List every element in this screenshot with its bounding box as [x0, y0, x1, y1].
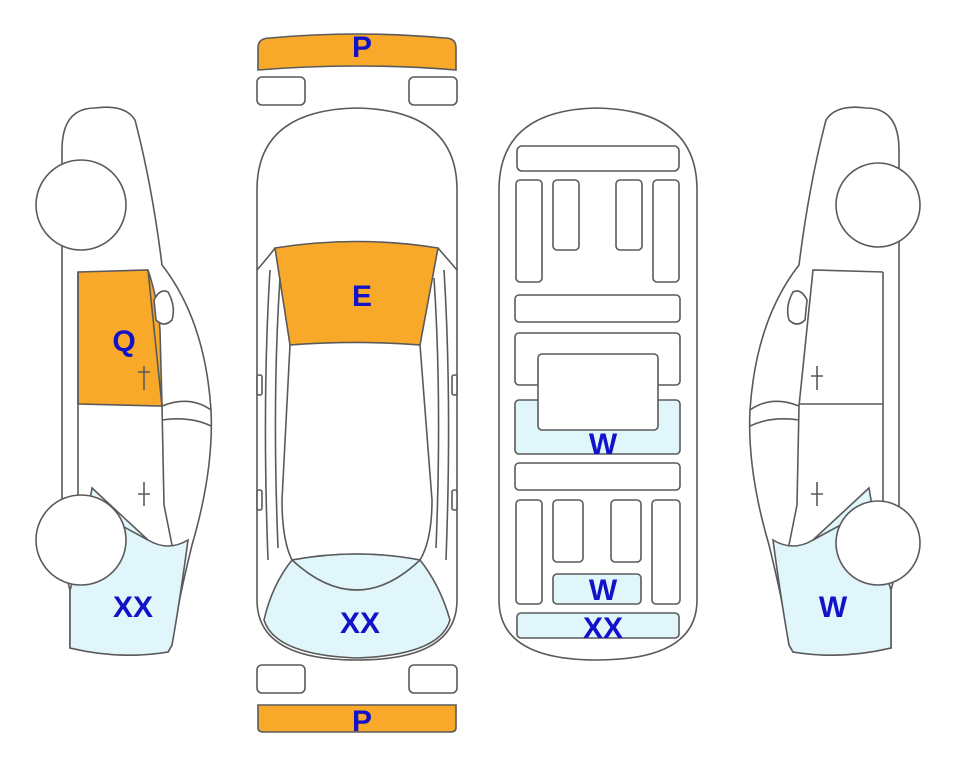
left-side-trim: [264, 269, 281, 561]
rear-left-light: [256, 664, 306, 694]
damage-labels: P E XX P Q XX W W XX W: [112, 31, 848, 738]
front-right-light: [408, 76, 458, 106]
left-mirror-2: [256, 489, 263, 511]
underbody-front-bar: [516, 145, 680, 172]
left-front-wheel: [35, 159, 127, 251]
left-mirror-1: [256, 374, 263, 396]
right-side-trim: [433, 269, 450, 561]
left-mirror: [153, 290, 175, 325]
right-door-handle-2: [811, 482, 823, 506]
underbody-rear-edge-panel[interactable]: [516, 612, 680, 639]
label-left-front-door: Q: [112, 325, 135, 358]
right-side-view: [748, 106, 921, 656]
label-underbody-rear-edge: XX: [583, 612, 623, 645]
right-mirror-1: [451, 374, 458, 396]
rear-bumper[interactable]: [257, 704, 457, 733]
underbody-front-left-rail: [515, 179, 543, 283]
left-door-handle-2: [138, 482, 150, 506]
right-front-wheel: [835, 162, 921, 248]
cabin-roof: [281, 341, 433, 561]
label-rear-bumper: P: [352, 705, 372, 738]
top-trunk-panel[interactable]: [263, 553, 451, 659]
label-front-bumper: P: [352, 31, 372, 64]
left-side-pillars: [77, 269, 212, 546]
right-side-pillars: [749, 269, 884, 546]
label-underbody-rear-inner: W: [589, 574, 618, 607]
label-top-trunk: XX: [340, 607, 380, 640]
front-bumper[interactable]: [257, 33, 457, 71]
underbody-rear-right-rail: [651, 499, 681, 605]
label-left-rear-quarter: XX: [113, 591, 153, 624]
underbody-fuel-tank: [537, 353, 659, 431]
front-left-light: [256, 76, 306, 106]
underbody-rear-right-inner: [610, 499, 642, 563]
underbody-rear-left-rail: [515, 499, 543, 605]
label-hood: E: [352, 280, 372, 313]
left-door-handle-1: [138, 366, 150, 390]
underbody-front-right-inner: [615, 179, 643, 251]
left-rear-wheel: [35, 494, 127, 586]
underbody-crossmember-2: [514, 462, 681, 491]
top-view: [256, 33, 458, 733]
underbody-front-right-rail: [652, 179, 680, 283]
underbody-crossmember-1: [514, 294, 681, 323]
right-rear-wheel: [835, 500, 921, 586]
underbody-view: [498, 107, 698, 661]
rear-right-light: [408, 664, 458, 694]
left-side-view: [35, 106, 213, 656]
right-door-handle-1: [811, 366, 823, 390]
underbody-front-left-inner: [552, 179, 580, 251]
right-mirror-2: [451, 489, 458, 511]
underbody-rear-inner-panel[interactable]: [552, 573, 642, 605]
label-underbody-center: W: [589, 428, 618, 461]
label-right-rear-quarter: W: [819, 591, 848, 624]
windshield-frame: [256, 247, 458, 271]
underbody-rear-left-inner: [552, 499, 584, 563]
right-mirror: [786, 290, 808, 325]
rear-window-line: [291, 559, 421, 591]
